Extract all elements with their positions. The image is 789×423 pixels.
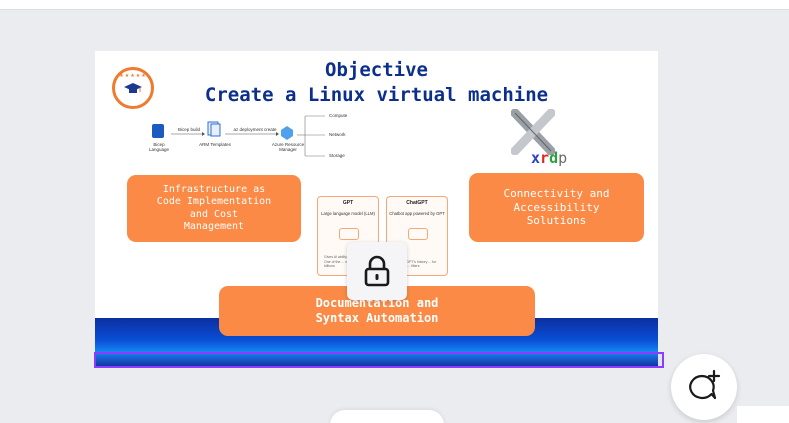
top-toolbar-edge xyxy=(0,0,789,10)
xrdp-letter-x: x xyxy=(531,149,541,167)
right-panel-edge xyxy=(737,406,789,423)
iac-line-2: Code Implementation xyxy=(156,196,272,207)
xrdp-letter-d: d xyxy=(549,149,559,167)
deployment-label: az deployment create xyxy=(233,127,277,132)
storage-label: Storage xyxy=(329,153,345,158)
slide-title-line2: Create a Linux virtual machine xyxy=(204,83,549,106)
xrdp-wordmark: xrdp xyxy=(531,149,567,167)
selected-element-outline[interactable] xyxy=(94,352,664,368)
iac-line-4: Management xyxy=(183,221,245,232)
arm-templates-label: ARM Templates xyxy=(199,142,231,147)
gpt-card-heading: GPT xyxy=(342,200,354,206)
azure-resource-manager-icon xyxy=(281,126,293,140)
documentation-pill[interactable]: Documentation and Syntax Automation xyxy=(219,286,535,336)
slide-title-line1: Objective xyxy=(325,59,428,81)
bicep-build-label: Bicep build xyxy=(177,127,200,132)
add-comment-button[interactable] xyxy=(671,354,737,420)
slide-title[interactable]: Objective Create a Linux virtual machine xyxy=(95,59,658,107)
azure-resource-manager-label: Azure Resource Manager xyxy=(271,142,305,153)
flow-branches xyxy=(297,115,325,157)
documentation-line-2: Syntax Automation xyxy=(315,311,439,325)
xrdp-letter-p: p xyxy=(558,149,568,167)
slide-canvas[interactable]: Objective Create a Linux virtual machine… xyxy=(95,51,658,367)
bicep-deployment-diagram[interactable]: Bicep Language Bicep build ARM Templates… xyxy=(147,111,357,167)
compute-label: Compute xyxy=(329,113,348,118)
flow-arrow-2 xyxy=(225,132,279,136)
xrdp-logo[interactable]: xrdp xyxy=(509,109,589,171)
chat-window-icon xyxy=(408,228,428,240)
lock-button[interactable] xyxy=(347,242,407,300)
xrdp-x-icon xyxy=(511,109,555,155)
graduation-cap-icon xyxy=(124,83,142,93)
add-comment-icon xyxy=(689,369,721,400)
network-label: Network xyxy=(329,132,346,137)
connectivity-line-2: Accessibility xyxy=(513,200,600,214)
gpt-card-body: Gives AI ability to generate ... One of … xyxy=(324,255,370,269)
bicep-icon xyxy=(152,124,164,138)
chatgpt-card-subtitle: Chatbot app powered by GPT xyxy=(389,211,445,216)
documentation-line-1: Documentation and xyxy=(315,296,439,310)
iac-line-1: Infrastructure as xyxy=(162,183,266,195)
connectivity-line-1: Connectivity and xyxy=(503,186,610,200)
iac-line-3: and Cost xyxy=(189,208,239,220)
bicep-language-label: Bicep Language xyxy=(148,142,170,153)
logo-stars: ★★★★★ xyxy=(119,73,147,79)
bottom-toolbar-pill[interactable] xyxy=(330,410,444,423)
xrdp-letter-r: r xyxy=(540,149,550,167)
gpt-card-subtitle: Large language model (LLM) xyxy=(321,211,375,216)
chatgpt-card-heading: ChatGPT xyxy=(406,200,428,206)
school-logo[interactable]: ★★★★★ xyxy=(112,67,154,109)
connectivity-line-3: Solutions xyxy=(526,214,587,228)
connectivity-pill[interactable]: Connectivity and Accessibility Solutions xyxy=(469,173,644,242)
brain-icon xyxy=(339,228,359,240)
arm-templates-icon xyxy=(207,121,221,137)
lock-icon xyxy=(364,255,390,287)
iac-pill[interactable]: Infrastructure as Code Implementation an… xyxy=(127,175,301,242)
flow-arrow-1 xyxy=(171,132,205,136)
